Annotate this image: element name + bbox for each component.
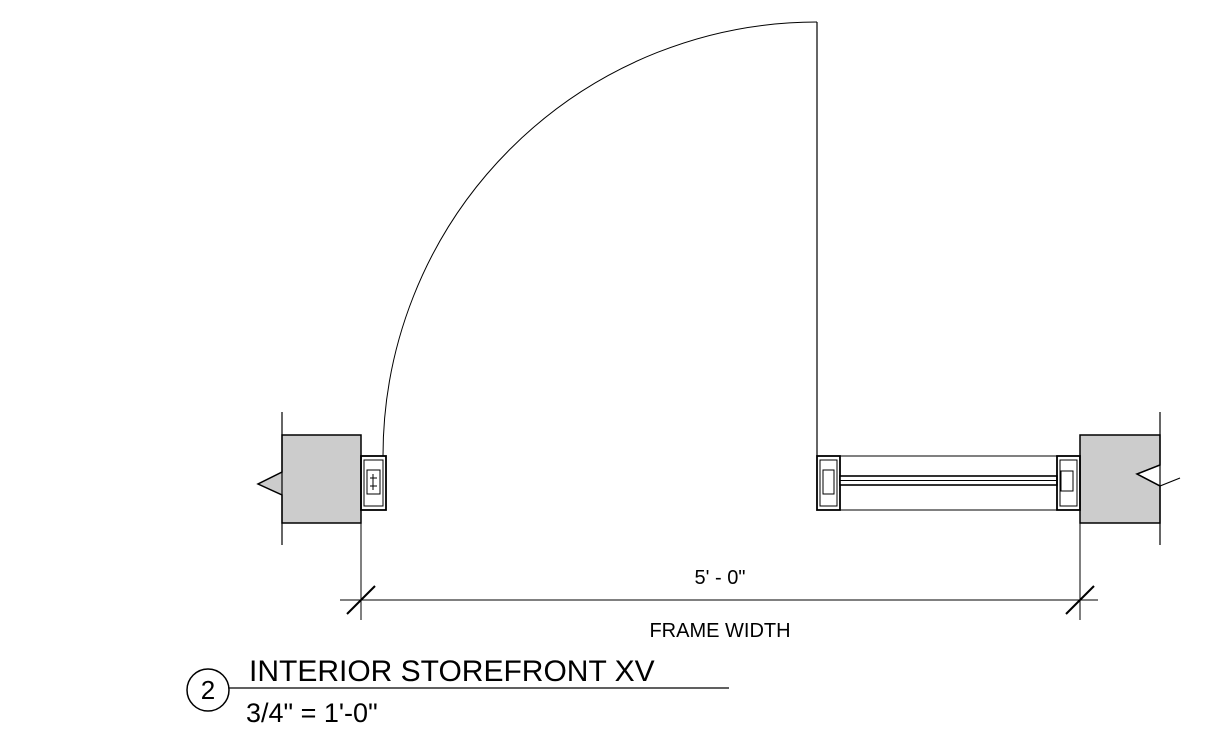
detail-number: 2: [201, 675, 215, 705]
detail-title-block: 2 INTERIOR STOREFRONT XV 3/4" = 1'-0": [186, 655, 729, 728]
dimension-line: [340, 510, 1098, 620]
sidelite-glazing: [839, 455, 1058, 511]
right-wall: [1079, 412, 1181, 545]
left-wall: [256, 412, 362, 545]
left-wall-fill: [256, 434, 362, 524]
dimension-tick-left: [346, 585, 376, 615]
dimension-tick-right: [1065, 585, 1095, 615]
dimension-value: 5' - 0": [695, 567, 746, 589]
detail-scale: 3/4" = 1'-0": [246, 698, 378, 728]
right-frame-jamb: [816, 455, 841, 511]
door-swing-arc: [382, 21, 818, 457]
right-jamb-at-wall: [1056, 455, 1081, 511]
left-frame-jamb: [360, 455, 387, 511]
detail-number-circle: [186, 668, 230, 712]
right-wall-fill: [1079, 434, 1161, 524]
right-wall-break-symbol: [1135, 464, 1181, 487]
detail-title: INTERIOR STOREFRONT XV: [249, 655, 655, 688]
dimension-label: FRAME WIDTH: [649, 620, 790, 642]
